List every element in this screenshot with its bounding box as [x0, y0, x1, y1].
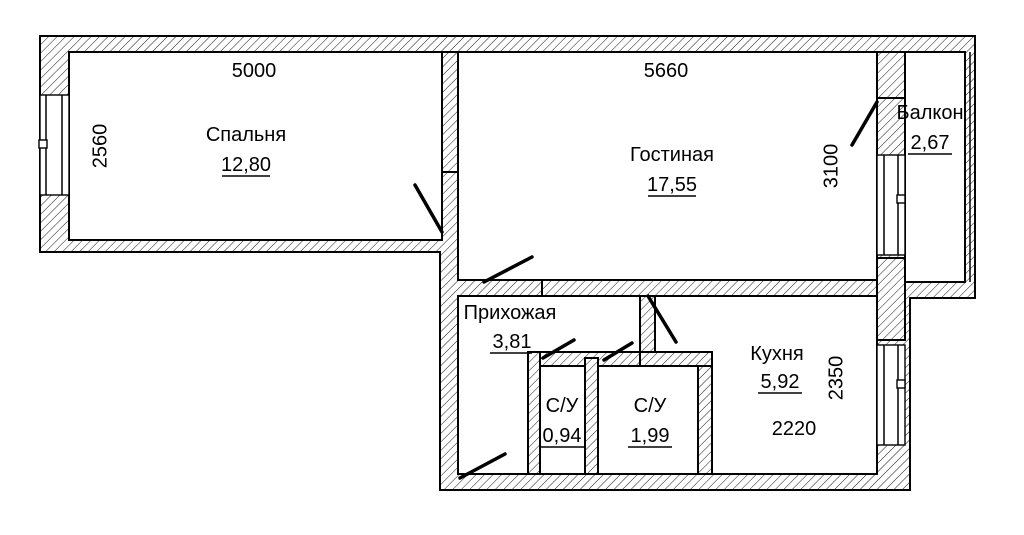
- wc-large-area: 1,99: [631, 425, 670, 447]
- wc-small-floor: [539, 365, 586, 475]
- bedroom-floor: [68, 51, 443, 241]
- wc-small-name: С/У: [546, 395, 579, 417]
- door-bedroom: [413, 183, 444, 234]
- door-wc-small: [541, 338, 576, 360]
- living-area: 17,55: [647, 174, 697, 196]
- balcony-name: Балкон: [896, 102, 963, 124]
- windows: [38, 52, 971, 446]
- wc-large-floor: [597, 365, 699, 475]
- wc-wall-left: [527, 351, 541, 475]
- window-bedroom: [38, 94, 70, 196]
- dim-kitchen-depth: 2350: [825, 356, 847, 401]
- dim-bedroom-depth: 2560: [89, 124, 111, 169]
- wc-wall-mid: [584, 357, 599, 475]
- labels: Спальня 12,80 Гостиная 17,55 Балкон 2,67…: [206, 102, 964, 448]
- window-kitchen: [876, 344, 906, 446]
- walls: [39, 35, 976, 491]
- door-kitchen: [646, 294, 678, 344]
- door-wc-large: [602, 341, 634, 362]
- window-living: [876, 154, 906, 256]
- balcony-floor: [904, 51, 966, 283]
- wc-large-name: С/У: [634, 395, 667, 417]
- hallway-name: Прихожая: [464, 302, 557, 324]
- bedroom-name: Спальня: [206, 124, 286, 146]
- dim-living-width: 5660: [644, 60, 689, 82]
- kitchen-name: Кухня: [750, 343, 804, 365]
- wc-wall-top: [639, 351, 713, 367]
- bedroom-area: 12,80: [221, 154, 271, 176]
- balcony-wall: [876, 51, 906, 99]
- hallway-area: 3,81: [493, 331, 532, 353]
- door-balcony: [850, 100, 879, 147]
- kitchen-area: 5,92: [761, 371, 800, 393]
- wc-wall-right: [697, 357, 713, 475]
- living-floor: [457, 51, 878, 283]
- doors: [413, 100, 879, 480]
- partition-living-kitchen: [541, 279, 878, 297]
- balcony-wall-lower: [876, 257, 906, 341]
- door-living: [482, 255, 534, 284]
- door-entrance: [458, 452, 507, 480]
- dim-living-depth: 3100: [820, 144, 842, 189]
- dim-bedroom-width: 5000: [232, 60, 277, 82]
- partition-bedroom-living: [441, 51, 459, 173]
- wc-small-area: 0,94: [543, 425, 582, 447]
- window-balcony: [964, 52, 971, 282]
- living-name: Гостиная: [630, 144, 714, 166]
- balcony-area: 2,67: [911, 132, 950, 154]
- dim-kitchen-width: 2220: [772, 418, 817, 440]
- dimensions: 5000 2560 5660 3100 2220 2350: [89, 60, 847, 440]
